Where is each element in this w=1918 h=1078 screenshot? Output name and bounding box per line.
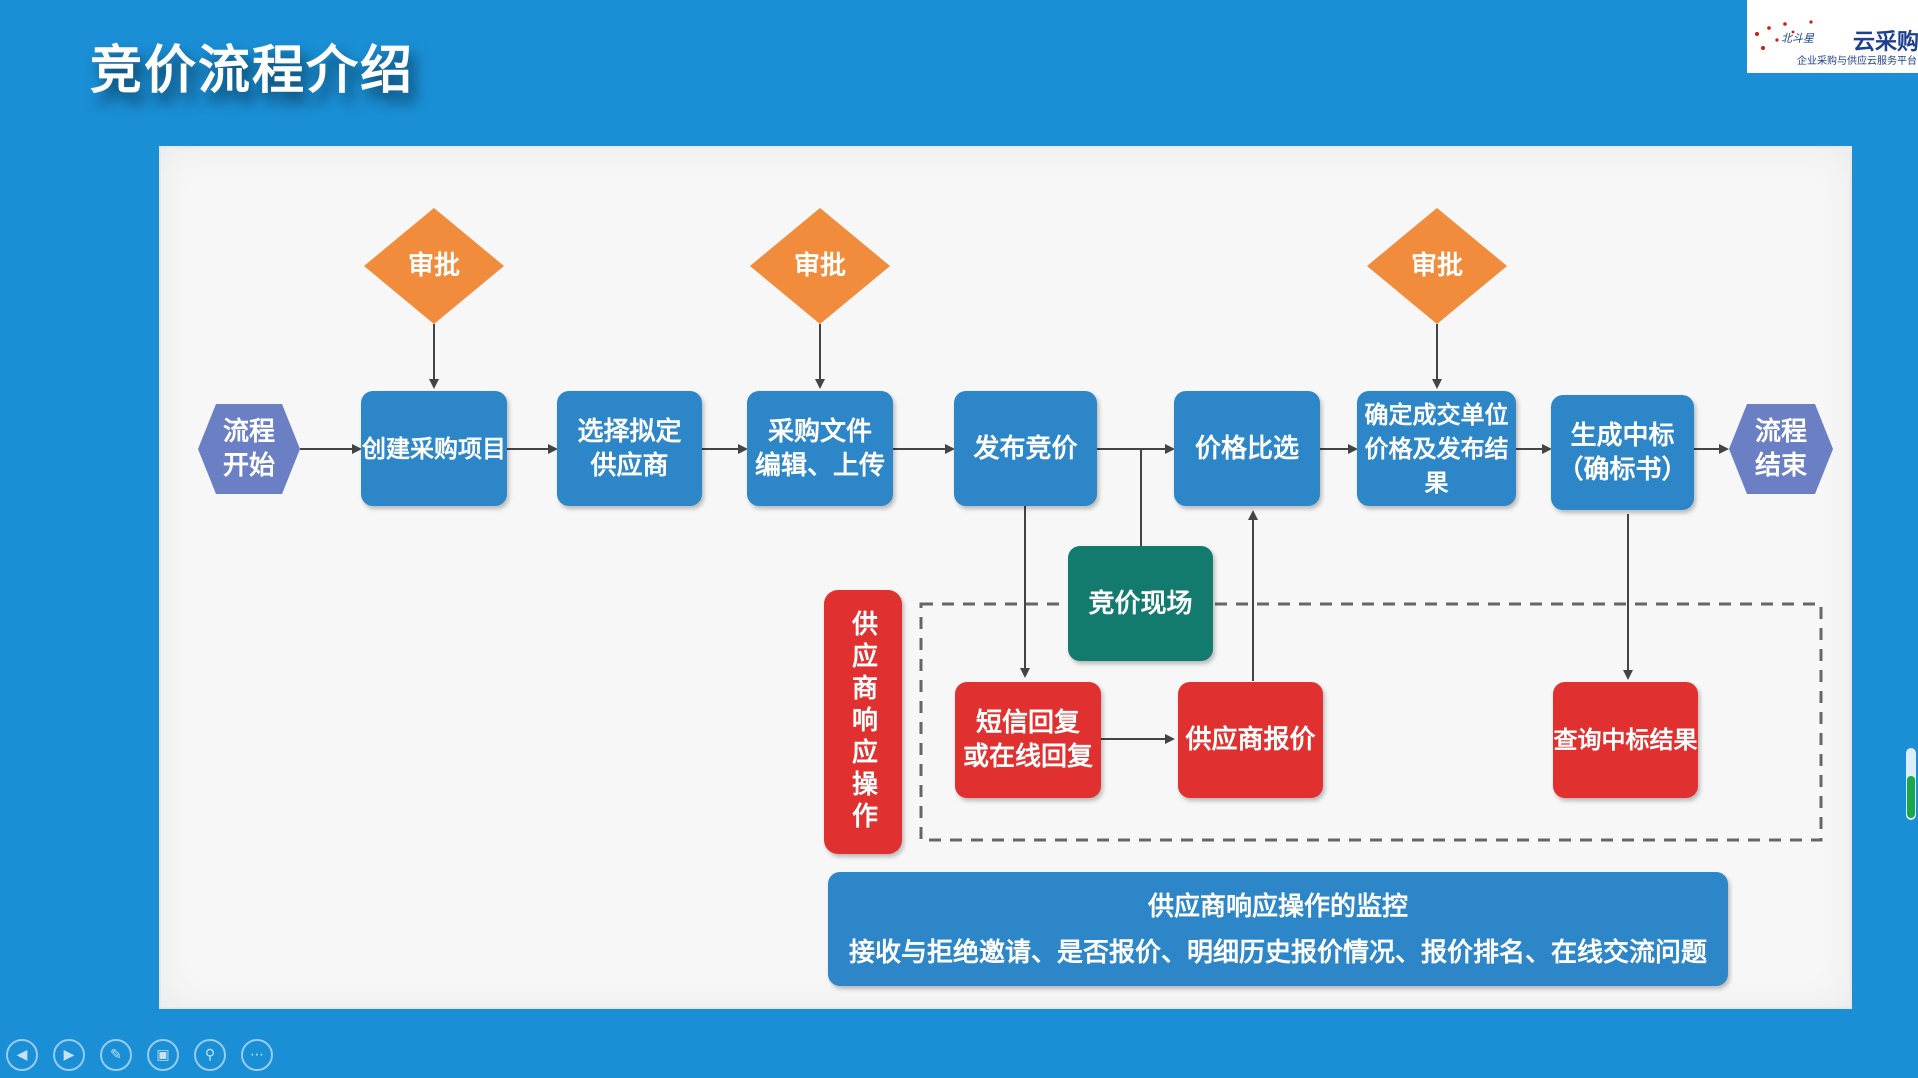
flow-end-label: 流程 结束 bbox=[1754, 417, 1807, 481]
step-price-compare: 价格比选 bbox=[1174, 391, 1320, 506]
slide-title: 竞价流程介绍 bbox=[90, 40, 415, 101]
flow-start-label: 流程 开始 bbox=[222, 417, 275, 481]
approval-diamond-3 bbox=[1367, 208, 1507, 324]
monitor-title: 供应商响应操作的监控 bbox=[1147, 892, 1408, 922]
company-logo: 北斗星 云采购 企业采购与供应云服务平台 bbox=[1747, 0, 1918, 73]
step-select-supplier: 选择拟定 供应商 bbox=[557, 391, 702, 506]
side-scrollbar-thumb[interactable] bbox=[1907, 776, 1915, 818]
supplier-response-label: 供应商响应操作 bbox=[847, 610, 878, 834]
flow-connectors bbox=[198, 208, 1833, 842]
start-hexagon bbox=[198, 404, 300, 494]
end-hexagon bbox=[1729, 404, 1833, 494]
monitor-box: 供应商响应操作的监控 接收与拒绝邀请、是否报价、明细历史报价情况、报价排名、在线… bbox=[828, 872, 1728, 986]
step-create-project: 创建采购项目 bbox=[361, 391, 507, 506]
next-icon[interactable]: ▶ bbox=[53, 1039, 85, 1071]
check-result-box: 查询中标结果 bbox=[1553, 682, 1698, 798]
more-icon[interactable]: ⋯ bbox=[241, 1039, 273, 1071]
approval-label-1: 审批 bbox=[407, 251, 460, 281]
step-edit-upload: 采购文件 编辑、上传 bbox=[747, 391, 893, 506]
approval-label-3: 审批 bbox=[1410, 251, 1463, 281]
flow-diagram: 审批 审批 审批 流程 开始 流程 结束 创建采购项目 选择拟定 供应商 采购文… bbox=[159, 146, 1852, 1009]
prev-icon[interactable]: ◀ bbox=[6, 1039, 38, 1071]
logo-stars-icon: 北斗星 bbox=[1755, 20, 1815, 50]
step-publish-bid: 发布竞价 bbox=[954, 391, 1097, 506]
approval-diamond-2 bbox=[750, 208, 890, 324]
logo-slogan: 企业采购与供应云服务平台 bbox=[1797, 56, 1917, 67]
step-generate-award: 生成中标 （确标书） bbox=[1551, 395, 1694, 510]
slides-icon[interactable]: ▣ bbox=[147, 1039, 179, 1071]
reply-box: 短信回复 或在线回复 bbox=[955, 682, 1101, 798]
pen-icon[interactable]: ✎ bbox=[100, 1039, 132, 1071]
step-confirm-result: 确定成交单位 价格及发布结果 bbox=[1357, 391, 1516, 506]
logo-brand: 北斗星 bbox=[1781, 32, 1815, 45]
zoom-icon[interactable]: ⚲ bbox=[194, 1039, 226, 1071]
monitor-detail: 接收与拒绝邀请、是否报价、明细历史报价情况、报价排名、在线交流问题 bbox=[848, 938, 1707, 968]
approval-label-2: 审批 bbox=[793, 251, 846, 281]
supplier-quote-box: 供应商报价 bbox=[1178, 682, 1323, 798]
bidding-site-box: 竞价现场 bbox=[1068, 546, 1213, 661]
supplier-response-box: 供应商响应操作 bbox=[824, 590, 902, 854]
logo-name: 云采购 bbox=[1853, 30, 1918, 55]
approval-diamond-1 bbox=[364, 208, 504, 324]
